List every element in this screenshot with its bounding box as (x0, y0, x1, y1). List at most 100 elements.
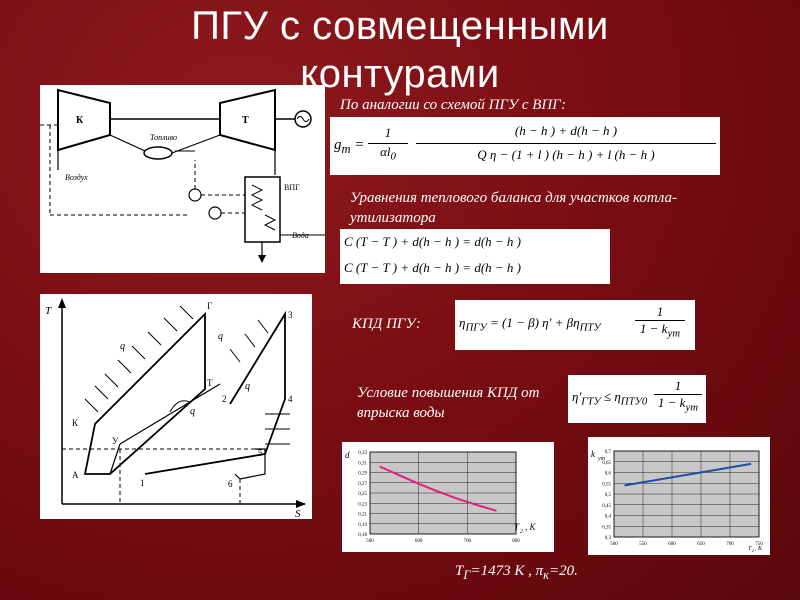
cond-frac-den: 1 − k (657, 395, 686, 410)
footer-sub-k: к (543, 568, 549, 582)
pt-2: 2 (222, 394, 227, 404)
y-tick-label: 0,45 (602, 504, 611, 509)
x-tick-label: 500 (366, 539, 374, 544)
footer-end: =20. (548, 563, 578, 579)
x-axis-label: T (748, 546, 752, 552)
gm-frac1-den-sub: 0 (390, 150, 396, 163)
cond-lhs: η' (572, 389, 582, 404)
pt-4: 4 (288, 394, 293, 404)
pt-3: 3 (288, 310, 293, 320)
x-axis-label-unit: , K (755, 546, 763, 552)
footer-sub-g: Г (463, 568, 471, 582)
y-tick-label: 0,25 (358, 492, 367, 497)
hb-eq2: C (T − T ) + d(h − h ) = d(h − h ) (344, 260, 521, 275)
ts-diagram: T S Г Т К У А 1 2 3 4 5 (40, 294, 312, 519)
y-axis-label: k (591, 449, 596, 459)
hb-eq1: C (T − T ) + d(h − h ) = d(h − h ) (344, 234, 521, 249)
q-ut2: q (245, 381, 250, 392)
label-k: К (76, 115, 84, 126)
ts-axis-t: T (45, 305, 52, 317)
gm-lhs: g (334, 137, 342, 153)
y-tick-label: 0,19 (358, 523, 367, 528)
formula-kpd: ηПГУ = (1 − β) η' + βηПТУ 1 1 − kут (455, 300, 695, 350)
note-kpd-condition: Условие повышения КПД от впрыска воды (357, 385, 540, 421)
y-tick-label: 0,31 (358, 461, 367, 466)
title-line-1: ПГУ с совмещенными (191, 4, 609, 48)
footer-params: TГ=1473 K , πк=20. (455, 563, 578, 583)
x-axis-label-sub: 2 (520, 529, 523, 535)
y-tick-label: 0,23 (358, 502, 367, 507)
x-tick-label: 500 (610, 542, 618, 547)
x-axis-label-sub: 2 (752, 548, 754, 553)
y-tick-label: 0,65 (602, 461, 611, 466)
pt-k: К (72, 418, 79, 428)
ts-axis-s: S (295, 508, 301, 519)
y-tick-label: 0,3 (605, 536, 612, 541)
note-heat-balance: Уравнения теплового баланса для участков… (350, 190, 677, 226)
q-top-g: q (120, 341, 125, 352)
scheme-diagram: К Т Топливо Воздух ВПГ Вода (40, 85, 325, 273)
gm-frac1-den: αl (380, 144, 391, 159)
label-fuel: Топливо (150, 133, 177, 142)
y-tick-label: 0,35 (602, 525, 611, 530)
pt-u: У (112, 436, 119, 446)
x-axis-label-unit: , K (525, 522, 537, 532)
gm-frac1-num: 1 (384, 125, 392, 140)
y-tick-label: 0,27 (358, 482, 367, 487)
footer-mid: =1473 K , π (470, 563, 544, 579)
pt-1: 1 (140, 478, 145, 488)
q-top-p: q (218, 331, 223, 342)
x-tick-label: 600 (415, 539, 423, 544)
slide-title: ПГУ с совмещенными контурами (0, 2, 800, 98)
q-ut: q (190, 406, 195, 417)
kpd-frac-den-sub: ут (667, 327, 681, 340)
x-tick-label: 550 (639, 542, 647, 547)
formula-condition: η'ГТУ ≤ ηПТУ0 1 1 − kут (568, 375, 706, 423)
label-air: Воздух (65, 173, 88, 182)
cond-le: ≤ η (603, 389, 621, 404)
cond-frac-num: 1 (674, 378, 682, 393)
label-t: Т (242, 115, 249, 126)
x-tick-label: 750 (755, 542, 763, 547)
title-line-2: контурами (300, 52, 500, 96)
kpd-ptu-sub: ПТУ (579, 321, 601, 334)
cond-lhs-sub: ГТУ (581, 395, 601, 408)
formula-heat-balance: C (T − T ) + d(h − h ) = d(h − h ) C (T … (340, 229, 610, 284)
y-tick-label: 0,21 (358, 513, 367, 518)
y-tick-label: 0,33 (358, 451, 367, 456)
y-tick-label: 0,4 (605, 515, 612, 520)
x-tick-label: 600 (668, 542, 676, 547)
footer-t: T (455, 563, 464, 579)
x-tick-label: 800 (512, 539, 520, 544)
pt-g: Г (207, 301, 212, 311)
series-line (379, 465, 497, 512)
y-tick-label: 0,6 (605, 472, 612, 477)
y-tick-label: 0,29 (358, 472, 367, 477)
cond-frac-den-sub: ут (685, 401, 699, 414)
kpd-frac-den: 1 − k (639, 321, 668, 336)
pt-t: Т (207, 378, 213, 388)
kpd-lhs-sub: ПГУ (465, 321, 487, 334)
series-line (624, 462, 752, 487)
kpd-lhs: η (459, 315, 466, 330)
note-analogy: По аналогии со схемой ПГУ с ВПГ: (340, 97, 567, 113)
x-tick-label: 650 (697, 542, 705, 547)
y-tick-label: 0,7 (605, 450, 612, 455)
x-tick-label: 700 (464, 539, 472, 544)
kpd-rhs: = (1 − β) η' + βη (489, 315, 580, 330)
x-axis-label: T (514, 522, 520, 532)
gm-eq: = (354, 137, 365, 153)
pt-6: 6 (228, 479, 233, 489)
gm-den: Q η − (1 + l ) (h − h ) + l (h − h ) (416, 143, 716, 163)
y-axis-label: d (345, 450, 350, 460)
cond-ptu-sub: ПТУ0 (620, 395, 648, 408)
note-kpd: КПД ПГУ: (352, 316, 421, 332)
label-vpg: ВПГ (284, 183, 300, 192)
x-tick-label: 700 (726, 542, 734, 547)
y-tick-label: 0,5 (605, 493, 612, 498)
formula-gm: gm = 1 αl0 (h − h ) + d(h − h ) Q η − (1… (330, 117, 720, 175)
